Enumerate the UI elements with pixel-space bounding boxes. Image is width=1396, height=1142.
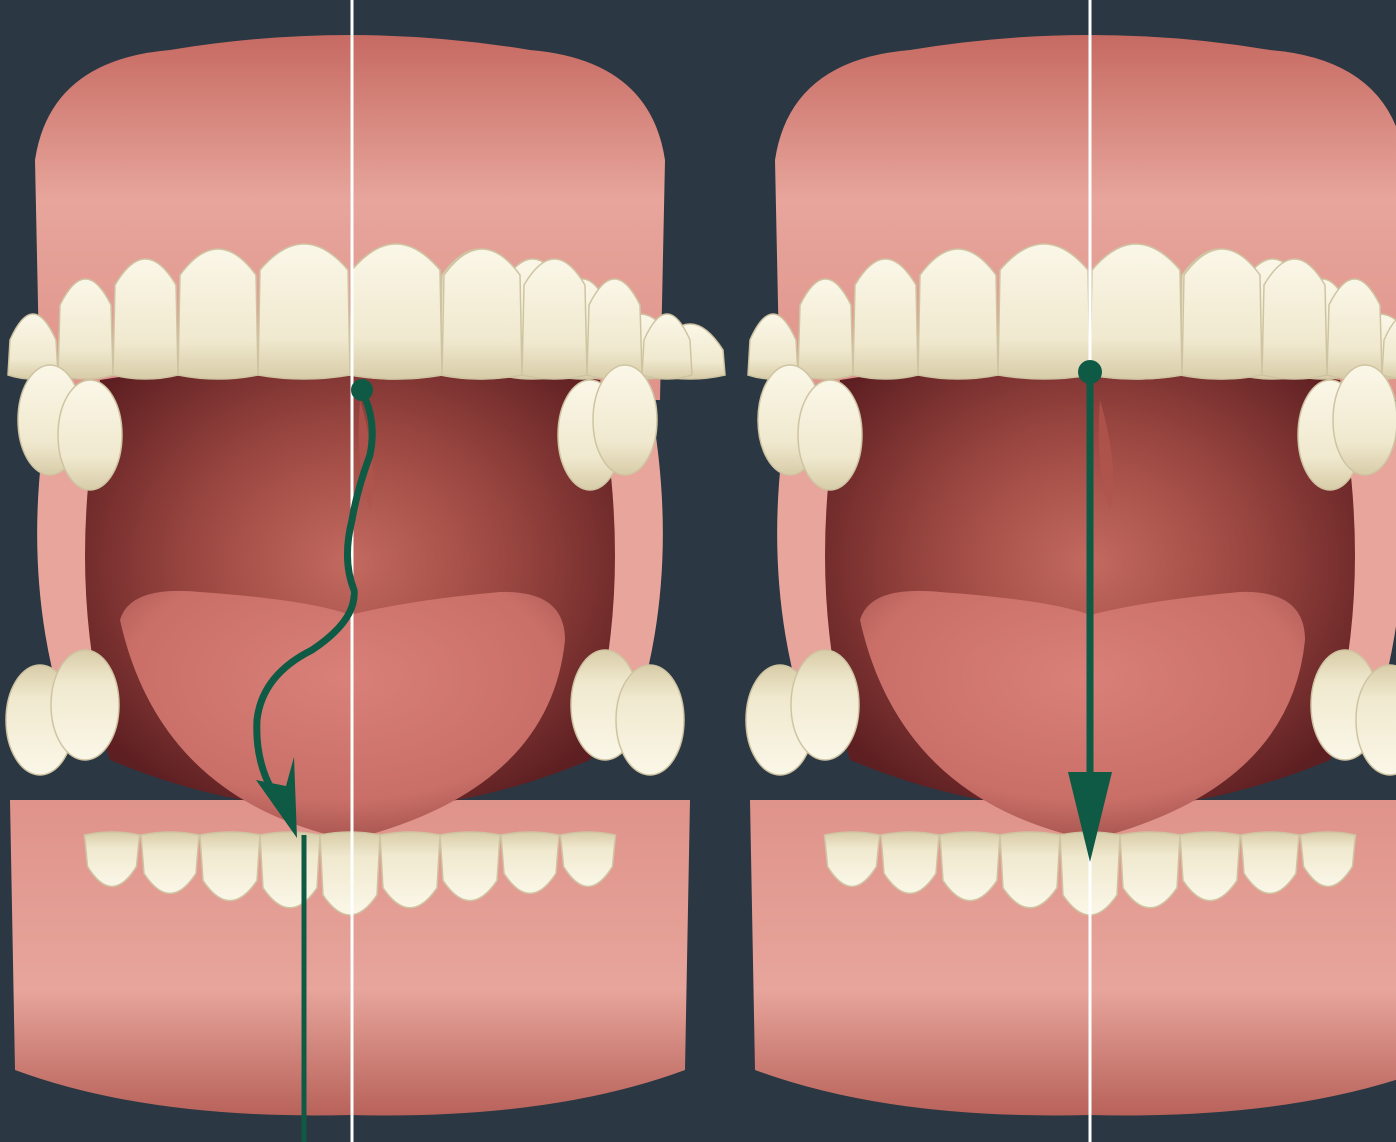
upper-tooth xyxy=(1262,259,1327,379)
upper-molar xyxy=(1333,365,1396,475)
upper-tooth xyxy=(798,279,853,379)
path-start-dot-icon xyxy=(351,379,373,401)
upper-tooth xyxy=(587,279,642,379)
upper-tooth xyxy=(350,244,442,379)
right-mouth-panel xyxy=(746,0,1396,1142)
lower-tooth xyxy=(380,832,440,908)
lower-tooth xyxy=(1000,832,1060,908)
upper-tooth xyxy=(1327,279,1382,379)
upper-molar xyxy=(798,380,862,490)
upper-tooth xyxy=(178,249,258,379)
upper-tooth xyxy=(1090,244,1182,379)
upper-molar xyxy=(58,380,122,490)
lower-molar xyxy=(51,650,119,760)
upper-tooth xyxy=(853,259,918,379)
upper-molar xyxy=(593,365,657,475)
upper-tooth xyxy=(1182,249,1262,379)
lower-molar xyxy=(791,650,859,760)
upper-tooth xyxy=(113,259,178,379)
upper-tooth xyxy=(998,244,1090,379)
upper-tooth xyxy=(258,244,350,379)
lower-tooth xyxy=(320,832,380,915)
upper-tooth xyxy=(442,249,522,379)
upper-tooth xyxy=(918,249,998,379)
lower-tooth xyxy=(260,832,320,908)
lower-tooth xyxy=(1120,832,1180,908)
left-mouth-panel xyxy=(6,0,725,1142)
upper-tooth xyxy=(58,279,113,379)
upper-tooth xyxy=(522,259,587,379)
lower-molar xyxy=(616,665,684,775)
